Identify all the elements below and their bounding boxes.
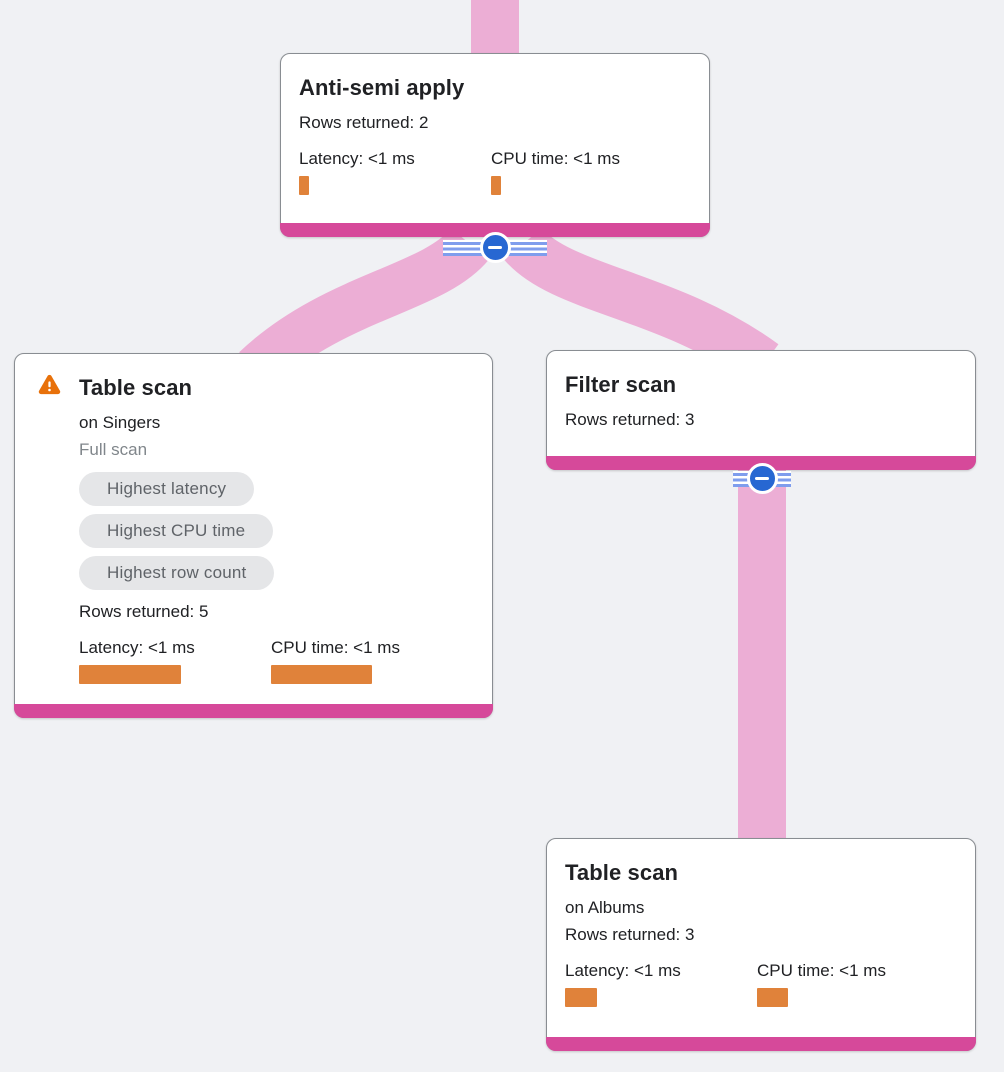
- latency-label: Latency: <1 ms: [565, 961, 681, 980]
- plan-node-table-scan-albums[interactable]: Table scan on Albums Rows returned: 3 La…: [546, 838, 976, 1051]
- badge-highest-cpu-time: Highest CPU time: [79, 514, 274, 548]
- edge-anti-semi-to-filter-scan: [504, 226, 779, 384]
- cpu-time-bar: [491, 176, 501, 195]
- node-title: Table scan: [79, 375, 193, 400]
- latency-bar: [565, 988, 597, 1007]
- edge-parent-to-anti-semi: [471, 0, 519, 58]
- node-footer-bar: [546, 1037, 976, 1051]
- cpu-time-bar: [757, 988, 788, 1007]
- plan-node-anti-semi-apply[interactable]: Anti-semi apply Rows returned: 2 Latency…: [280, 53, 710, 237]
- node-footer-bar: [280, 223, 710, 237]
- node-subtitle: on Albums: [565, 898, 645, 917]
- rows-returned: Rows returned: 5: [79, 602, 209, 621]
- latency-label: Latency: <1 ms: [299, 149, 415, 168]
- latency-bar: [79, 665, 181, 684]
- latency-label: Latency: <1 ms: [79, 638, 195, 657]
- rows-returned: Rows returned: 2: [299, 113, 429, 132]
- cpu-time-label: CPU time: <1 ms: [757, 961, 886, 980]
- rows-returned: Rows returned: 3: [565, 410, 695, 429]
- collapse-children-button[interactable]: [746, 463, 778, 494]
- node-footer-bar: [14, 704, 493, 718]
- warning-icon: [38, 374, 61, 395]
- plan-node-filter-scan[interactable]: Filter scan Rows returned: 3: [546, 350, 976, 470]
- collapse-children-button[interactable]: [479, 232, 511, 263]
- rows-returned: Rows returned: 3: [565, 925, 695, 944]
- node-subtitle: on Singers: [79, 413, 161, 432]
- scan-type-label: Full scan: [79, 440, 148, 459]
- cpu-time-label: CPU time: <1 ms: [271, 638, 400, 657]
- edge-filter-to-table-scan: [738, 468, 786, 850]
- latency-bar: [299, 176, 309, 195]
- node-title: Filter scan: [565, 372, 677, 397]
- cpu-time-bar: [271, 665, 372, 684]
- plan-node-table-scan-singers[interactable]: Table scan on Singers Full scan Highest …: [14, 353, 493, 718]
- cpu-time-label: CPU time: <1 ms: [491, 149, 620, 168]
- minus-icon: [488, 245, 502, 250]
- edge-anti-semi-to-table-scan: [239, 227, 489, 389]
- badge-highest-latency: Highest latency: [79, 472, 255, 506]
- collapse-widget-anti-semi: [443, 232, 547, 263]
- collapse-widget-filter-scan: [733, 463, 791, 494]
- minus-icon: [755, 476, 769, 481]
- badge-highest-row-count: Highest row count: [79, 556, 275, 590]
- node-title: Anti-semi apply: [299, 75, 465, 100]
- node-title: Table scan: [565, 860, 679, 885]
